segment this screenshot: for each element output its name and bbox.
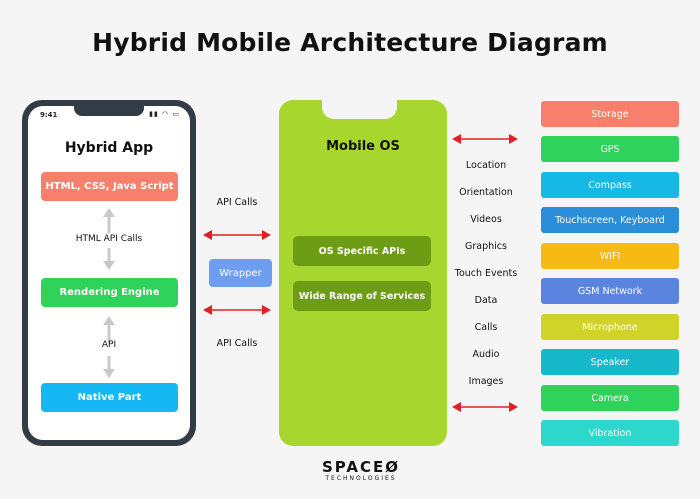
service-camera: Camera xyxy=(541,385,679,411)
service-gps: GPS xyxy=(541,136,679,162)
diagram-title: Hybrid Mobile Architecture Diagram xyxy=(92,28,608,57)
html-css-js-box: HTML, CSS, Java Script xyxy=(41,172,178,201)
capability-item: Location xyxy=(465,160,507,171)
phone-notch xyxy=(74,106,144,116)
capability-item: Touch Events xyxy=(454,268,518,279)
rendering-engine-box: Rendering Engine xyxy=(41,278,178,307)
service-microphone: Microphone xyxy=(541,314,679,340)
service-wifi: WIFI xyxy=(541,243,679,269)
api-label: API xyxy=(101,340,117,350)
html-api-arrow xyxy=(103,208,115,270)
status-icons: ▮▮ ◠ ▭ xyxy=(149,110,180,118)
spaceo-logo: SPACEØ xyxy=(321,458,401,476)
capability-item: Data xyxy=(474,295,498,306)
spaceo-logo-subtitle: TECHNOLOGIES xyxy=(325,475,397,482)
service-storage: Storage xyxy=(541,101,679,127)
wrapper-box: Wrapper xyxy=(209,259,272,287)
mobile-os-notch xyxy=(322,100,397,119)
native-part-box: Native Part xyxy=(41,383,178,412)
capability-item: Calls xyxy=(474,322,498,333)
api-calls-top-arrow xyxy=(203,230,271,240)
mobile-os-body xyxy=(279,100,447,446)
capability-item: Audio xyxy=(472,349,500,360)
service-gsm-network: GSM Network xyxy=(541,278,679,304)
phone-title: Hybrid App xyxy=(64,140,154,156)
wide-range-services-box: Wide Range of Services xyxy=(293,281,431,311)
service-vibration: Vibration xyxy=(541,420,679,446)
capabilities-top-arrow xyxy=(452,134,518,144)
api-calls-bottom-label: API Calls xyxy=(216,338,258,349)
capabilities-bottom-arrow xyxy=(452,402,518,412)
status-time: 9:41 xyxy=(40,111,58,119)
capability-item: Videos xyxy=(470,214,502,225)
service-speaker: Speaker xyxy=(541,349,679,375)
service-touchscreen-keyboard: Touchscreen, Keyboard xyxy=(541,207,679,233)
capability-item: Graphics xyxy=(465,241,507,252)
api-calls-bottom-arrow xyxy=(203,305,271,315)
service-compass: Compass xyxy=(541,172,679,198)
api-arrow xyxy=(103,316,115,378)
os-specific-apis-box: OS Specific APIs xyxy=(293,236,431,266)
html-api-calls-label: HTML API Calls xyxy=(75,234,143,244)
mobile-os-title: Mobile OS xyxy=(326,139,400,154)
phone-screen: 9:41 ▮▮ ◠ ▭ Hybrid App HTML, CSS, Java S… xyxy=(28,106,190,440)
capability-item: Images xyxy=(468,376,504,387)
api-calls-top-label: API Calls xyxy=(216,197,258,208)
capability-item: Orientation xyxy=(459,187,513,198)
